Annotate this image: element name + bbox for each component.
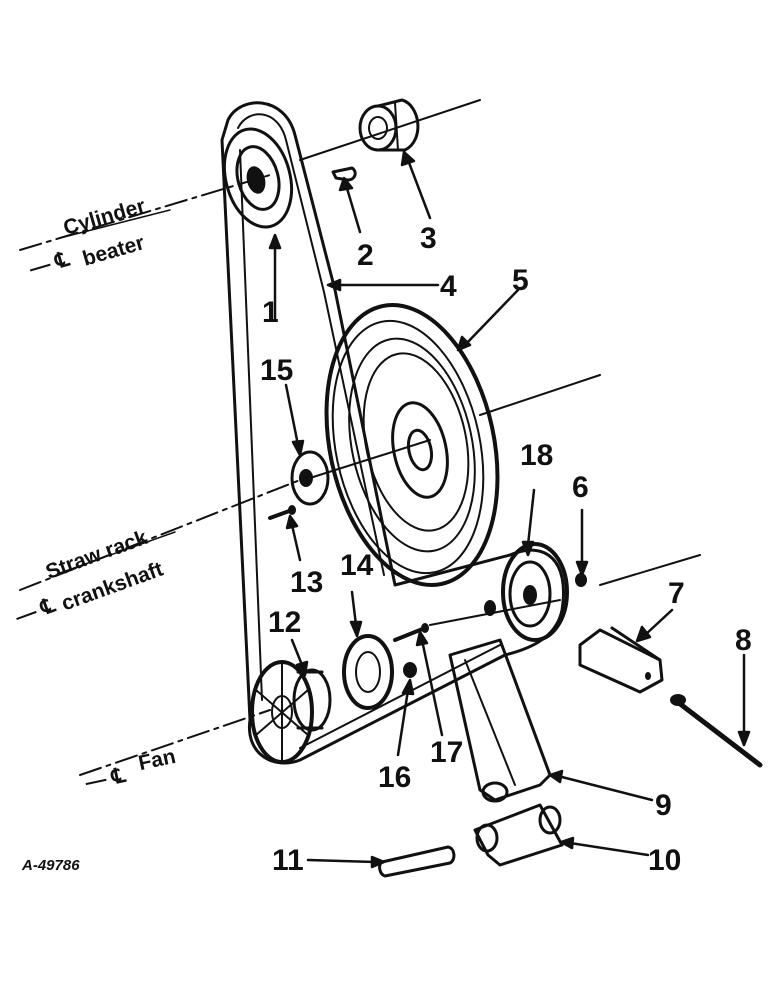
callout-10: 10 [648,844,681,877]
bracket-10 [473,803,564,867]
idler-arm [448,638,552,803]
callout-3: 3 [420,222,437,255]
bolt-13 [268,505,296,520]
key [331,166,357,182]
idler-pulley-15 [290,450,330,506]
fan-pulley [250,660,314,764]
centerline-fan [79,554,701,776]
callout-1: 1 [262,296,279,329]
callout-4: 4 [440,270,457,303]
beater-label: beater [80,231,147,270]
callout-8: 8 [735,624,752,657]
callout-11: 11 [272,844,304,877]
callout-13: 13 [290,566,323,599]
callout-7: 7 [668,577,685,610]
bolt-8 [670,694,763,768]
callout-9: 9 [655,789,672,822]
callout-18: 18 [520,439,553,472]
callout-17: 17 [430,736,463,769]
callout-2: 2 [357,239,374,272]
fan-label: Fan [136,745,177,775]
spacer-6 [575,573,587,587]
callout-14: 14 [340,549,374,582]
fan-prefix: — ℄ [83,764,128,795]
nut [358,98,420,152]
bracket-7 [578,626,664,694]
idler-14 [342,634,394,710]
cylinder-pulley [222,127,294,229]
straw-prefix: — ℄ [12,593,58,629]
bolt-17 [393,623,429,642]
reference-number: A-49786 [21,857,80,874]
callout-5: 5 [512,264,529,297]
large-pulley [324,303,500,587]
pin-11 [378,845,456,878]
cylinder-prefix: — ℄ [27,247,73,280]
callout-6: 6 [572,471,589,504]
washer [484,600,496,616]
leader-arrows [268,150,751,869]
nut-16 [403,662,417,678]
callout-16: 16 [378,761,411,794]
callout-12: 12 [268,606,301,639]
callout-15: 15 [260,354,293,387]
pulley-18 [501,542,569,642]
